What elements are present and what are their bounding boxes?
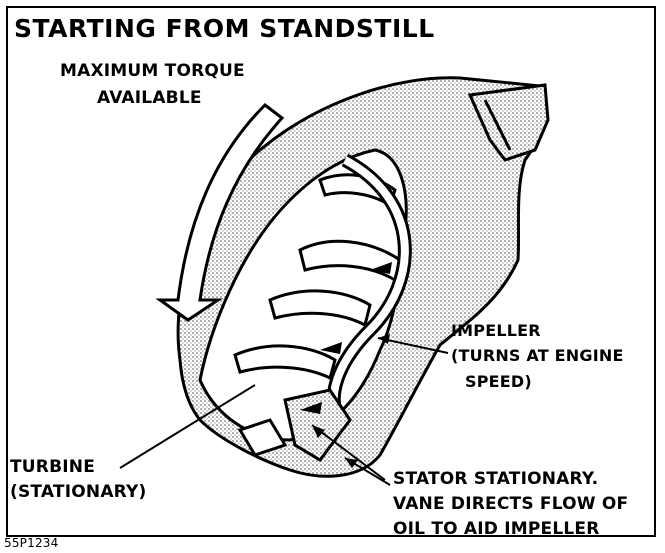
turbine-label-line2: (STATIONARY) xyxy=(10,484,147,501)
stator-label-line2: VANE DIRECTS FLOW OF xyxy=(393,496,628,513)
torque-label-line1: MAXIMUM TORQUE xyxy=(60,63,245,80)
impeller-label-line1: IMPELLER xyxy=(451,323,541,339)
impeller-label-line2: (TURNS AT ENGINE xyxy=(451,348,624,364)
impeller-label-line3: SPEED) xyxy=(465,374,532,390)
diagram-title: STARTING FROM STANDSTILL xyxy=(14,16,435,41)
stator-label-line3: OIL TO AID IMPELLER xyxy=(393,521,600,538)
stator-label-line1: STATOR STATIONARY. xyxy=(393,471,598,488)
figure-code: 55P1234 xyxy=(4,537,58,549)
torque-label-line2: AVAILABLE xyxy=(97,90,202,107)
turbine-label-line1: TURBINE xyxy=(10,459,95,476)
